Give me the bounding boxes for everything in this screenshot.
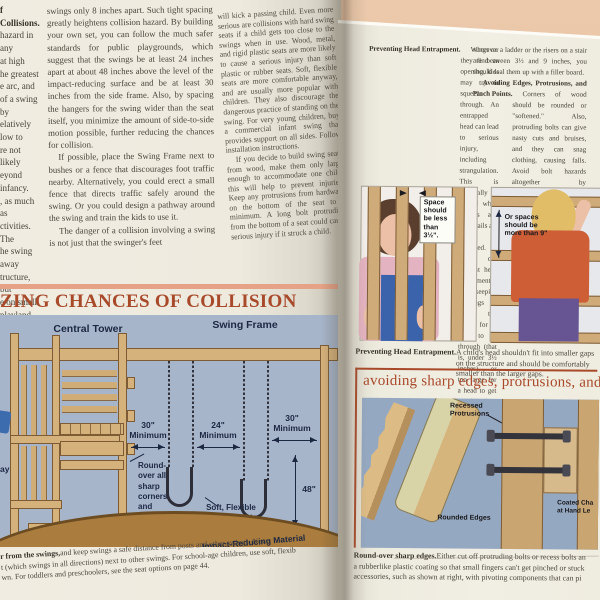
dim-arrow [197, 443, 240, 450]
recessed-bolt [489, 466, 568, 474]
paragraph: The danger of a collision involving a sw… [49, 223, 216, 248]
right-column-2: rungs on a ladder or the risers on a sta… [472, 45, 588, 242]
sharp-edges-box: avoiding sharp edges, protrusions, and p… [353, 367, 600, 550]
clipped-heading-fragment: f Collisions. [0, 5, 40, 28]
small-gap-label: Space should be less than 3½". [419, 196, 456, 244]
tower-railing-slats-lower [21, 446, 51, 504]
dim-48-label: 48" [302, 484, 316, 494]
dim-arrow [272, 436, 317, 443]
coated-chain-label: Coated Cha at Hand Le [557, 499, 594, 515]
tower-board [60, 441, 124, 456]
large-gap-label: Or spaces should be more than 9" [504, 213, 548, 238]
dim-arrow [131, 443, 165, 450]
dim-arrow-vertical [291, 455, 298, 527]
tower-board-2 [60, 460, 124, 470]
recessed-protrusions-label: Recessed Protrusions [449, 402, 490, 419]
central-tower-label: Central Tower [53, 323, 123, 335]
wood-slat [394, 186, 409, 341]
recessed-bolt [489, 432, 568, 440]
collision-box-heading: ZING CHANCES OF COLLISION [0, 291, 297, 312]
sidebar-top-band [0, 284, 341, 289]
ladder-rung [10, 500, 62, 509]
board-end-tab [127, 410, 135, 422]
swing-frame-label: Swing Frame [212, 319, 278, 331]
right-column-1: Preventing Head Entrapment. Wherever the… [359, 44, 499, 472]
swing-chain [243, 361, 245, 481]
swing-chain [192, 361, 194, 469]
swing-chain [267, 361, 269, 481]
dim-30-right-label: 30" Minimum [273, 413, 311, 433]
child-shirt-orange [510, 229, 590, 303]
gap-arrow-vertical [498, 209, 500, 258]
entrapment-figure: Space should be less than 3½". Or spaces… [356, 185, 600, 344]
left-column-2: swings only 8 inches apart. Such tight s… [47, 3, 216, 249]
belt-seat [166, 467, 193, 507]
paragraph: swings only 8 inches apart. Such tight s… [46, 4, 215, 151]
dim-24-label: 24" Minimum [199, 420, 237, 440]
paragraph: Preventing Head Entrapment. Wherever the… [359, 44, 499, 472]
bolted-post [500, 398, 545, 550]
right-page: Preventing Head Entrapment. Wherever the… [338, 20, 600, 600]
gap-arrow-right [399, 190, 410, 197]
swing-chain [168, 361, 170, 469]
right-page-content: Preventing Head Entrapment. Wherever the… [338, 20, 600, 600]
rounded-edges-label: Rounded Edges [437, 514, 491, 522]
right-post [576, 399, 600, 550]
sharp-edges-diagram: Rounded Edges Recessed Protrusions Coate… [360, 397, 600, 550]
dim-30-left-label: 30" Minimum [129, 420, 167, 440]
entrapment-caption: Preventing Head Entrapment. A child's he… [355, 346, 595, 379]
sharp-edges-heading: avoiding sharp edges, protrusions, and p [363, 372, 600, 391]
entrapment-panel-large-gap: Or spaces should be more than 9" [489, 186, 600, 344]
tower-railing-slats-upper [21, 365, 51, 439]
paragraph: If possible, place the Swing Frame next … [48, 150, 215, 224]
caption-lead: Preventing Head Entrapment. [355, 346, 457, 357]
paragraph-lead: Preventing Head Entrapment. [369, 44, 461, 54]
child-pants [518, 298, 579, 342]
paragraph: rungs on a ladder or the risers on a sta… [472, 45, 588, 77]
tower-slat-wall [62, 370, 117, 418]
board-end-tab [127, 377, 135, 389]
collision-diagram: Central Tower Swing Frame ay [0, 315, 338, 547]
clipped-diagram-label: ay [0, 464, 10, 474]
left-page: f Collisions. hazard in any at high he g… [0, 0, 347, 600]
caption-line: accessories, such as shown at right, wit… [353, 571, 582, 583]
wood-slat [366, 186, 381, 340]
book-spine-shadow [321, 0, 367, 600]
tower-deck [60, 423, 124, 435]
entrapment-panel-small-gap: Space should be less than 3½". [358, 185, 478, 342]
paragraph: Avoiding Edges, Protrusions, and Pinch P… [473, 78, 587, 242]
